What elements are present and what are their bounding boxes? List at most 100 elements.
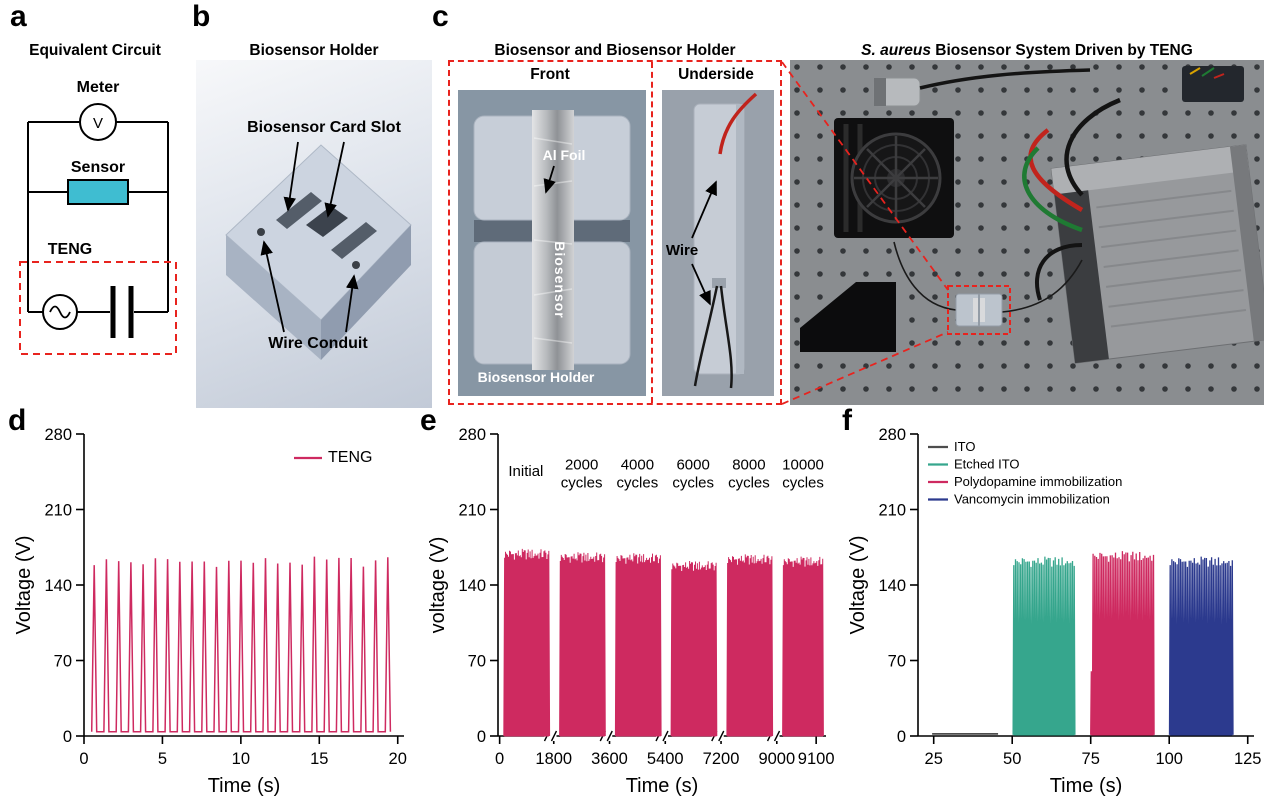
card-slot-arrow-1 xyxy=(283,141,299,212)
svg-text:0: 0 xyxy=(897,728,906,746)
svg-text:6000: 6000 xyxy=(676,457,709,474)
svg-text:70: 70 xyxy=(54,653,72,671)
instrument-front-panel xyxy=(1054,190,1109,364)
sensor-symbol xyxy=(67,179,129,205)
svg-text:Etched ITO: Etched ITO xyxy=(954,457,1020,472)
panel-f-letter: f xyxy=(842,404,852,437)
wire-contact xyxy=(712,278,726,288)
svg-text:Time (s): Time (s) xyxy=(208,775,281,797)
card-slot-center xyxy=(306,206,348,237)
circuit-wires xyxy=(27,121,169,313)
panel-c-right-title: S. aureus Biosensor System Driven by TEN… xyxy=(790,42,1264,60)
panel-b-title: Biosensor Holder xyxy=(249,42,379,59)
svg-text:10000: 10000 xyxy=(782,457,824,474)
al-foil-label: Al Foil xyxy=(543,147,586,163)
svg-text:2000: 2000 xyxy=(565,457,598,474)
svg-text:0: 0 xyxy=(477,728,486,746)
svg-text:140: 140 xyxy=(878,577,906,595)
wire-conduit-arrow-1 xyxy=(260,240,285,333)
black-wire-1 xyxy=(693,285,719,387)
svg-text:Polydopamine immobilization: Polydopamine immobilization xyxy=(954,474,1122,489)
wire-conduit-arrow-2 xyxy=(345,274,359,333)
svg-text:Voltage (V): Voltage (V) xyxy=(13,536,35,635)
red-wire xyxy=(718,92,758,155)
svg-text:280: 280 xyxy=(878,426,906,444)
biosensor-vertical-label: Biosensor xyxy=(552,241,568,318)
svg-text:Time (s): Time (s) xyxy=(626,775,699,797)
black-wire-2 xyxy=(719,285,733,389)
svg-text:9100: 9100 xyxy=(798,750,835,768)
s-aureus-italic: S. aureus xyxy=(861,42,931,59)
svg-text:Time (s): Time (s) xyxy=(1050,775,1123,797)
teng-dashed-box xyxy=(19,261,177,355)
svg-text:210: 210 xyxy=(458,502,486,520)
sine-wave-icon xyxy=(49,305,71,319)
biosensor-holder-render: Biosensor Card Slot Wire Conduit xyxy=(196,60,432,408)
al-foil-strip xyxy=(532,110,574,370)
wire-conduit-hole-left xyxy=(257,228,265,236)
voltmeter-letter: V xyxy=(93,115,103,132)
svg-text:1800: 1800 xyxy=(535,750,572,768)
equivalent-circuit-diagram: Meter V Sensor TENG xyxy=(19,79,177,355)
wire-arrow-down xyxy=(691,263,711,306)
biosensor-holder-label: Biosensor Holder xyxy=(478,369,595,385)
panel-d-letter: d xyxy=(8,404,27,437)
holder-highlight-dashed-rect xyxy=(947,285,1011,335)
biosensor-holder-dashed-box: Front Underside Al Foil xyxy=(448,60,782,405)
svg-text:8000: 8000 xyxy=(732,457,765,474)
svg-text:Vancomycin immobilization: Vancomycin immobilization xyxy=(954,492,1110,507)
right-title-rest: Biosensor System Driven by TENG xyxy=(930,42,1193,59)
card-slot-left xyxy=(276,192,322,229)
black-cable-1 xyxy=(1064,97,1121,197)
svg-text:0: 0 xyxy=(63,728,72,746)
svg-text:75: 75 xyxy=(1082,750,1100,768)
front-underside-divider xyxy=(651,62,653,403)
svg-text:280: 280 xyxy=(44,426,72,444)
svg-text:cycles: cycles xyxy=(561,475,603,492)
black-cable-2 xyxy=(1034,243,1083,301)
panel-e-letter: e xyxy=(420,404,437,437)
svg-text:50: 50 xyxy=(1003,750,1021,768)
svg-text:9000: 9000 xyxy=(758,750,795,768)
red-test-lead xyxy=(1028,128,1084,212)
svg-text:TENG: TENG xyxy=(328,449,372,466)
svg-text:140: 140 xyxy=(44,577,72,595)
svg-text:cycles: cycles xyxy=(672,475,714,492)
wire-conduit-label: Wire Conduit xyxy=(268,335,368,352)
svg-text:10: 10 xyxy=(232,750,250,768)
sensor-label: Sensor xyxy=(71,159,125,176)
meter-label: Meter xyxy=(77,79,120,96)
wire-label: Wire xyxy=(666,242,698,259)
svg-text:70: 70 xyxy=(888,653,906,671)
breadboard xyxy=(1182,66,1244,102)
svg-text:210: 210 xyxy=(44,502,72,520)
svg-text:cycles: cycles xyxy=(617,475,659,492)
al-foil-arrow xyxy=(543,165,556,194)
card-slot-right xyxy=(331,222,377,259)
svg-text:100: 100 xyxy=(1155,750,1183,768)
svg-text:ITO: ITO xyxy=(954,439,975,454)
holder-3d-block xyxy=(225,144,412,360)
panel-a-title: Equivalent Circuit xyxy=(29,42,161,59)
signal-wire-right xyxy=(1001,259,1083,313)
svg-text:Voltage (V): Voltage (V) xyxy=(847,536,869,635)
svg-text:cycles: cycles xyxy=(728,475,770,492)
svg-text:7200: 7200 xyxy=(703,750,740,768)
svg-text:125: 125 xyxy=(1234,750,1262,768)
wire-conduit-hole-right xyxy=(352,261,360,269)
voltmeter-symbol xyxy=(79,103,117,141)
svg-text:cycles: cycles xyxy=(782,475,824,492)
svg-text:3600: 3600 xyxy=(591,750,628,768)
svg-text:280: 280 xyxy=(458,426,486,444)
svg-text:voltage (V): voltage (V) xyxy=(427,537,449,634)
green-test-lead xyxy=(1022,146,1083,233)
panel-b-letter: b xyxy=(192,0,211,33)
svg-text:5: 5 xyxy=(158,750,167,768)
front-photo: Al Foil Biosensor Biosensor Holder xyxy=(458,90,646,396)
svg-text:Initial: Initial xyxy=(508,463,543,480)
panel-c-left-title: Biosensor and Biosensor Holder xyxy=(494,42,736,59)
